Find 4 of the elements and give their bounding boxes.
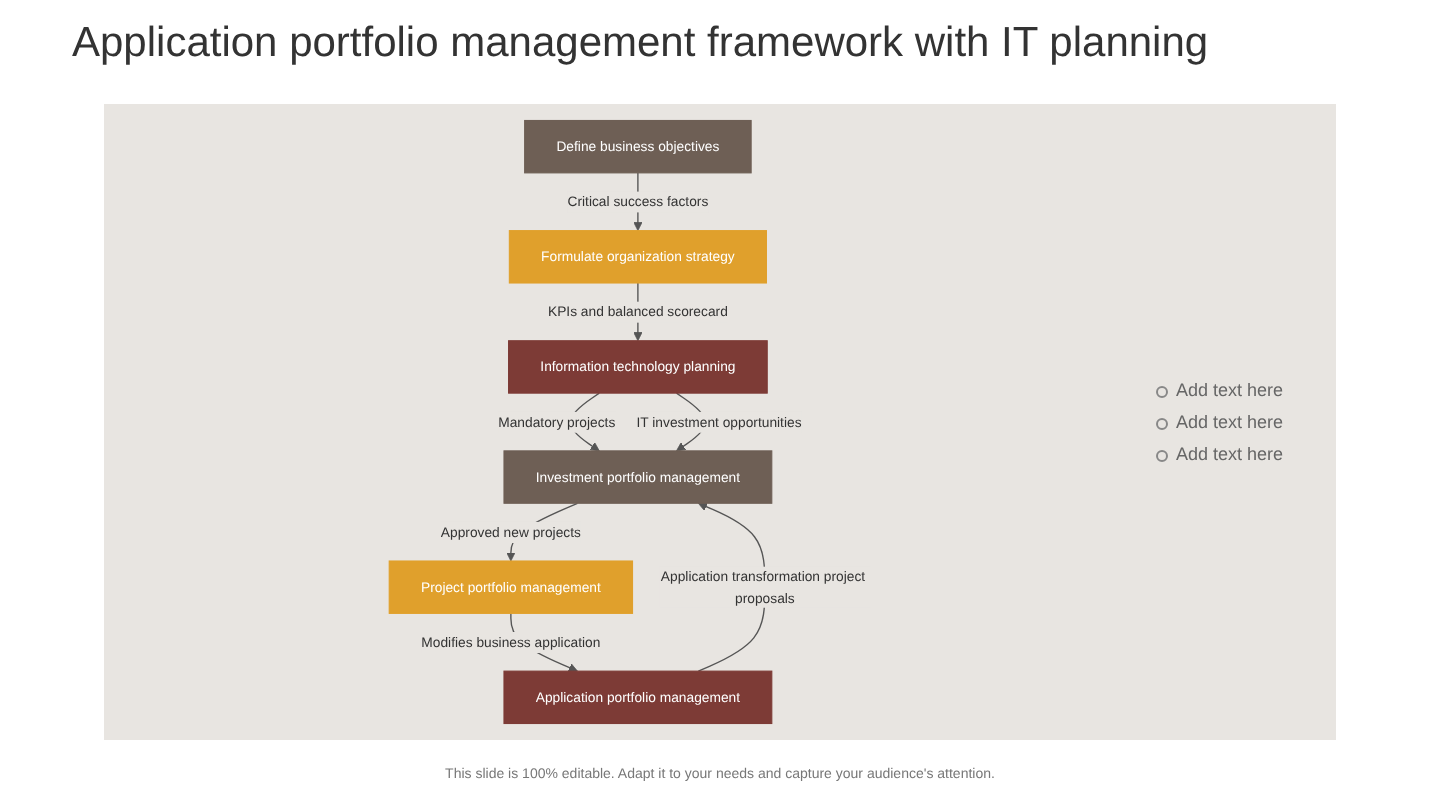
note-text: Add text here	[1156, 380, 1336, 400]
note-text: Add text here	[1156, 444, 1336, 464]
slide-title: Application portfolio management framework with IT planning	[72, 20, 1209, 68]
note-text: Add text here	[1156, 412, 1336, 432]
